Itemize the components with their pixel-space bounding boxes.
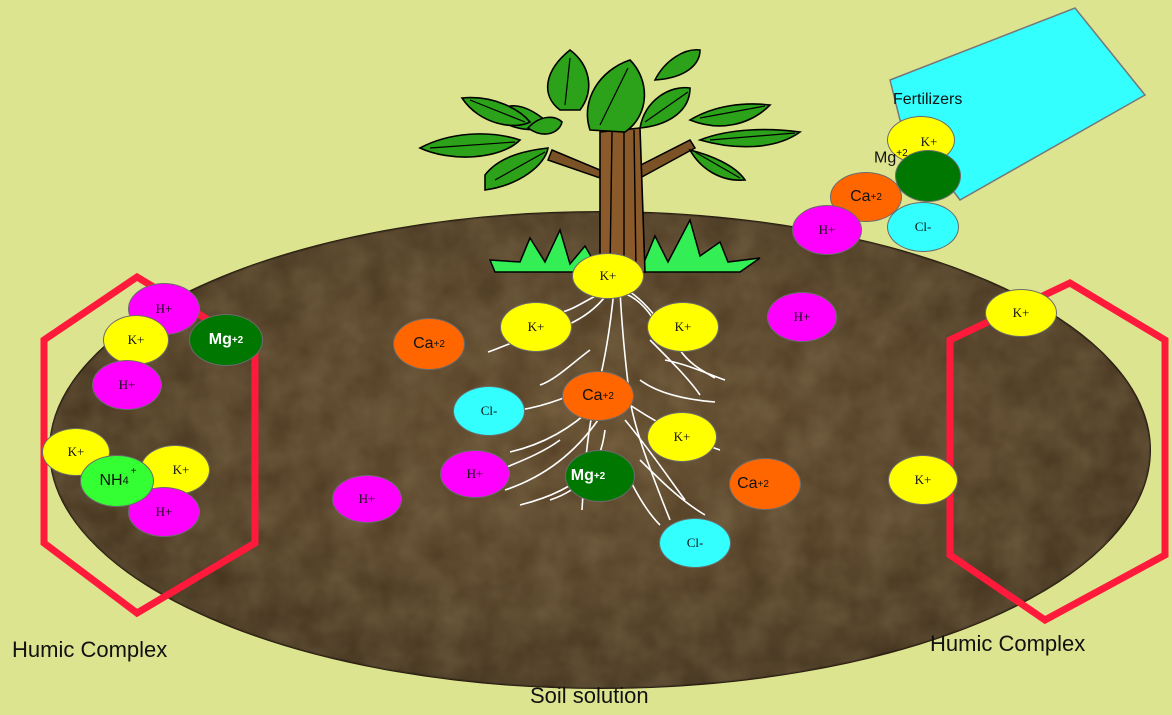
grass (488, 217, 761, 273)
ion-k: K+ (888, 455, 958, 505)
ion-h: H+ (92, 360, 162, 410)
ion-h: H+ (767, 292, 837, 342)
ion-mg: Mg+2 (189, 314, 263, 366)
ion-label: K+ (920, 134, 938, 149)
ion-k: K+ (500, 302, 572, 352)
humic-complex-left-label: Humic Complex (12, 637, 168, 662)
ion-k: K+ (103, 315, 169, 365)
ion-mg: Mg+2 (565, 450, 635, 502)
ion-k: K+ (572, 253, 644, 299)
ion-ca: Ca+2 (393, 318, 465, 370)
humic-complex-right-label: Humic Complex (930, 631, 1086, 656)
leaf-veins (429, 57, 796, 181)
tree (547, 127, 697, 273)
ion-ca: Ca+2 (562, 371, 634, 421)
ion-mg (895, 150, 961, 202)
ion-k: K+ (647, 302, 719, 352)
ion-k: K+ (985, 289, 1057, 337)
ion-cl: Cl- (659, 518, 731, 568)
fertilizers-label: Fertilizers (893, 91, 963, 108)
ion-k: K+ (647, 412, 717, 462)
ion-h: H+ (792, 205, 862, 255)
soil-solution-label: Soil solution (530, 683, 649, 708)
humic-hexagon-right (946, 279, 1169, 625)
ion-cl: Cl- (453, 386, 525, 436)
ion-ca: Ca+2 (729, 458, 801, 510)
ion-h: H+ (332, 475, 402, 523)
ion-mg-label: Mg+2 (874, 148, 908, 167)
ion-h: H+ (440, 450, 510, 498)
ion-cl: Cl- (887, 202, 959, 252)
fertilizer-bag (889, 7, 1147, 201)
